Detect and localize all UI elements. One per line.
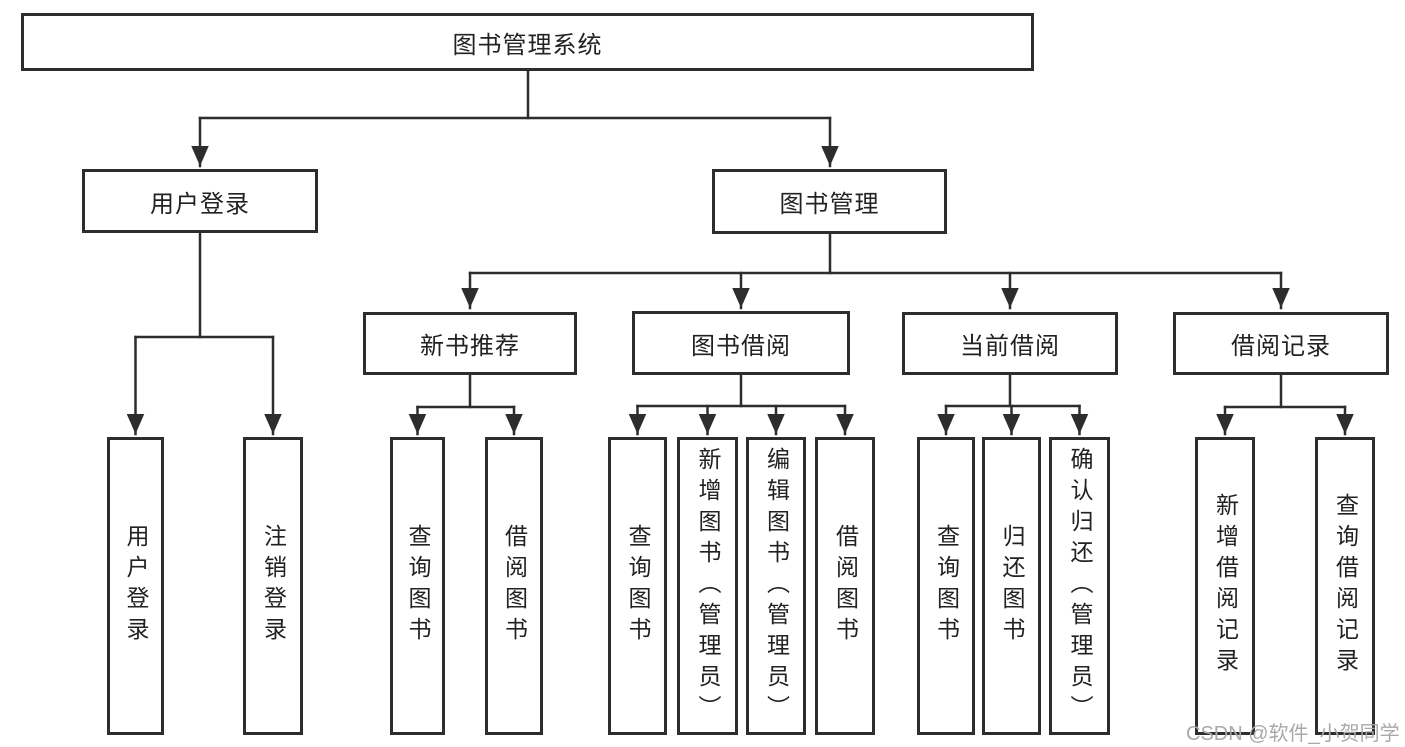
- node-label: 新增图书（管理员）: [695, 446, 721, 726]
- leaf-return-book: 归还图书: [982, 437, 1041, 735]
- leaf-add-borrow-record: 新增借阅记录: [1195, 437, 1255, 735]
- leaf-current-query-book: 查询图书: [917, 437, 975, 735]
- connector-current-borrow-to-children: [937, 373, 1089, 436]
- node-label: 图书管理: [779, 191, 880, 218]
- leaf-borrow-query-book: 查询图书: [608, 437, 667, 735]
- node-root-system: 图书管理系统: [21, 13, 1034, 71]
- node-book-borrow: 图书借阅: [632, 311, 850, 375]
- leaf-user-login: 用户登录: [107, 437, 164, 735]
- node-label: 归还图书: [999, 524, 1025, 648]
- node-label: 新书推荐: [420, 333, 520, 360]
- leaf-add-book-admin: 新增图书（管理员）: [677, 437, 738, 735]
- connector-user-login-to-children: [126, 231, 282, 436]
- leaf-edit-book-admin: 编辑图书（管理员）: [746, 437, 806, 735]
- node-label: 新增借阅记录: [1212, 493, 1239, 679]
- node-label: 查询图书: [625, 524, 651, 648]
- node-new-book-recommend: 新书推荐: [363, 312, 577, 375]
- leaf-newrec-borrow-book: 借阅图书: [485, 437, 543, 735]
- connector-borrow-record-to-children: [1216, 373, 1354, 436]
- node-label: 确认归还（管理员）: [1067, 446, 1093, 726]
- node-label: 借阅记录: [1231, 333, 1331, 360]
- connector-new-book-rec-to-children: [408, 373, 523, 436]
- node-label: 借阅图书: [832, 524, 859, 648]
- node-current-borrow: 当前借阅: [902, 312, 1118, 375]
- leaf-logout: 注销登录: [243, 437, 303, 735]
- node-label: 注销登录: [260, 524, 287, 648]
- node-user-login: 用户登录: [82, 169, 318, 233]
- node-label: 用户登录: [123, 524, 149, 648]
- leaf-newrec-query-book: 查询图书: [390, 437, 445, 735]
- node-label: 查询图书: [405, 524, 431, 648]
- connector-book-borrow-to-children: [628, 373, 854, 436]
- csdn-watermark: CSDN @软件_小贺同学: [1186, 723, 1400, 745]
- node-label: 借阅图书: [501, 524, 528, 648]
- node-label: 查询图书: [933, 524, 960, 648]
- node-borrow-record: 借阅记录: [1173, 312, 1389, 375]
- node-book-management: 图书管理: [712, 169, 947, 234]
- connector-root-to-level2: [191, 69, 839, 168]
- node-label: 查询借阅记录: [1332, 493, 1359, 679]
- leaf-borrow-borrow-book: 借阅图书: [815, 437, 875, 735]
- node-label: 当前借阅: [960, 333, 1060, 360]
- leaf-query-borrow-record: 查询借阅记录: [1315, 437, 1375, 735]
- node-label: 编辑图书（管理员）: [763, 446, 790, 726]
- connector-book-mgmt-to-level3: [461, 232, 1290, 310]
- node-label: 用户登录: [150, 190, 250, 218]
- leaf-confirm-return-admin: 确认归还（管理员）: [1049, 437, 1110, 735]
- node-label: 图书管理系统: [452, 31, 603, 59]
- node-label: 图书借阅: [691, 332, 791, 360]
